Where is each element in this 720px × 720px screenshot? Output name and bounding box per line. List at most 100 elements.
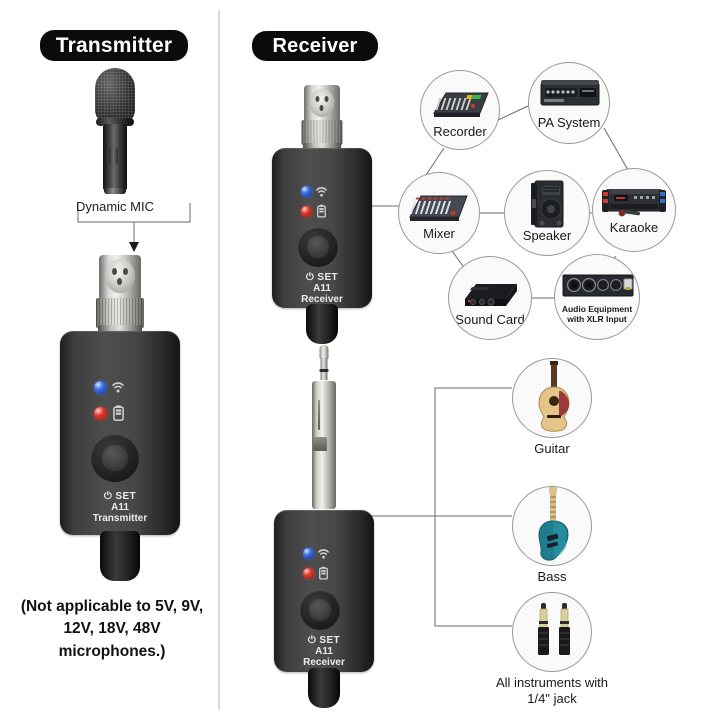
xlr-pin	[112, 268, 117, 275]
battery-led	[94, 407, 107, 420]
xlr-base-ring	[303, 143, 341, 150]
model-label: A11	[313, 283, 331, 295]
bass-guitar-icon	[538, 487, 569, 561]
wifi-icon	[316, 187, 327, 197]
xlr-receiver-device: ⏻ SET A11 Receiver	[272, 85, 372, 344]
output-circle-recorder[interactable]: Recorder	[420, 70, 500, 150]
output-circle-sound-card[interactable]: Sound Card	[448, 256, 532, 340]
transmitter-device: ⏻ SET A11 Transmitter	[60, 255, 180, 585]
plug-strain-notch	[313, 437, 327, 451]
xlr-pin	[315, 96, 320, 102]
battery-led	[303, 568, 314, 579]
transmitter-section-title: Transmitter	[40, 30, 188, 61]
receiver-section-title: Receiver	[252, 31, 378, 61]
circle-label: Recorder	[433, 124, 487, 139]
set-label: ⏻ SET	[103, 491, 137, 502]
mic-ring	[96, 118, 134, 126]
link-pa-karaoke	[603, 127, 629, 171]
role-label: Receiver	[303, 657, 345, 669]
input-label-bass: Bass	[537, 569, 567, 584]
circle-label: Mixer	[423, 226, 455, 241]
xlr-socket	[309, 89, 335, 117]
circle-label: PA System	[537, 115, 601, 130]
plug-tip	[319, 345, 329, 359]
battery-led	[301, 206, 312, 217]
circle-label: Speaker	[522, 228, 572, 243]
acoustic-guitar-icon	[538, 361, 570, 432]
set-label: ⏻ SET	[307, 635, 341, 646]
circle-label-line2: with XLR Input	[567, 314, 627, 324]
wifi-icon	[112, 382, 124, 393]
xlr-female-connector	[297, 85, 347, 151]
output-circle-karaoke[interactable]: Karaoke	[592, 168, 676, 252]
circle-label-line1: Audio Equipment	[561, 304, 633, 314]
link-recorder-pa	[497, 105, 529, 121]
xlr-pin	[324, 96, 329, 102]
plug-seam	[318, 400, 320, 430]
xlr-interface-icon	[562, 274, 634, 297]
role-label: Receiver	[301, 294, 343, 306]
set-button[interactable]	[91, 434, 139, 482]
receiver-body: ⏻ SET A11 Receiver	[272, 148, 372, 308]
circle-label: Sound Card	[455, 312, 525, 327]
model-label: A11	[315, 646, 333, 658]
battery-icon	[317, 204, 326, 218]
set-label: ⏻ SET	[305, 272, 339, 283]
receiver-body: ⏻ SET A11 Receiver	[274, 510, 374, 672]
instrument-bracket	[434, 387, 512, 627]
receiver-labels: ⏻ SET A11 Receiver	[272, 272, 372, 306]
input-circle-quarter-jack[interactable]	[512, 592, 592, 672]
transmitter-body: ⏻ SET A11 Transmitter	[60, 331, 180, 535]
input-circle-bass[interactable]	[512, 486, 592, 566]
karaoke-icon	[602, 189, 666, 217]
speaker-icon	[531, 180, 564, 228]
xlr-knurled-collar	[96, 298, 144, 328]
signal-led	[94, 381, 107, 394]
wifi-icon	[318, 549, 329, 559]
battery-icon	[319, 566, 328, 580]
input-label-quarter-jack-line2: 1/4" jack	[527, 691, 577, 706]
output-circle-mixer[interactable]: Mixer	[398, 172, 480, 254]
section-divider	[218, 10, 220, 710]
transmitter-labels: ⏻ SET A11 Transmitter	[60, 491, 180, 525]
xlr-pin	[319, 105, 324, 111]
mic-switch-icon	[109, 148, 118, 164]
quarter-inch-plug	[304, 345, 344, 515]
circle-label: Karaoke	[609, 220, 659, 235]
receiver-tail	[308, 668, 340, 708]
xlr-base-ring	[98, 325, 142, 333]
xlr-pin	[117, 278, 122, 285]
set-button[interactable]	[300, 590, 340, 630]
recorder-icon	[433, 92, 489, 117]
input-label-quarter-jack-line1: All instruments with	[496, 675, 608, 690]
xlr-socket	[105, 259, 135, 293]
dynamic-mic-label: Dynamic MIC	[75, 199, 154, 214]
set-button[interactable]	[298, 227, 338, 267]
output-circle-audio-equipment[interactable]: Audio Equipment with XLR Input	[554, 254, 640, 340]
plug-insulator-ring	[319, 369, 329, 372]
dynamic-microphone-image	[86, 68, 144, 196]
xlr-knurled-collar	[301, 120, 343, 145]
karaoke-mic	[618, 209, 640, 217]
receiver-labels: ⏻ SET A11 Receiver	[274, 635, 374, 669]
pa-amp-icon	[540, 80, 600, 106]
ts-receiver-device: ⏻ SET A11 Receiver	[274, 345, 374, 708]
input-label-guitar: Guitar	[534, 441, 570, 456]
output-circle-speaker[interactable]: Speaker	[504, 170, 590, 256]
model-label: A11	[111, 502, 129, 514]
battery-icon	[113, 405, 124, 421]
role-label: Transmitter	[92, 513, 148, 525]
mic-arrowhead	[129, 242, 139, 252]
output-circle-pa-system[interactable]: PA System	[528, 62, 610, 144]
xlr-female-connector	[92, 255, 148, 335]
transmitter-tail	[100, 531, 140, 581]
mixer-icon	[409, 195, 468, 221]
mic-base	[104, 188, 126, 194]
ts-plugs-icon	[538, 603, 570, 655]
compatibility-note: (Not applicable to 5V, 9V, 12V, 18V, 48V…	[20, 598, 204, 660]
sound-card-icon	[465, 284, 517, 306]
mic-grille	[95, 68, 135, 124]
xlr-pin	[123, 268, 128, 275]
input-circle-guitar[interactable]	[512, 358, 592, 438]
